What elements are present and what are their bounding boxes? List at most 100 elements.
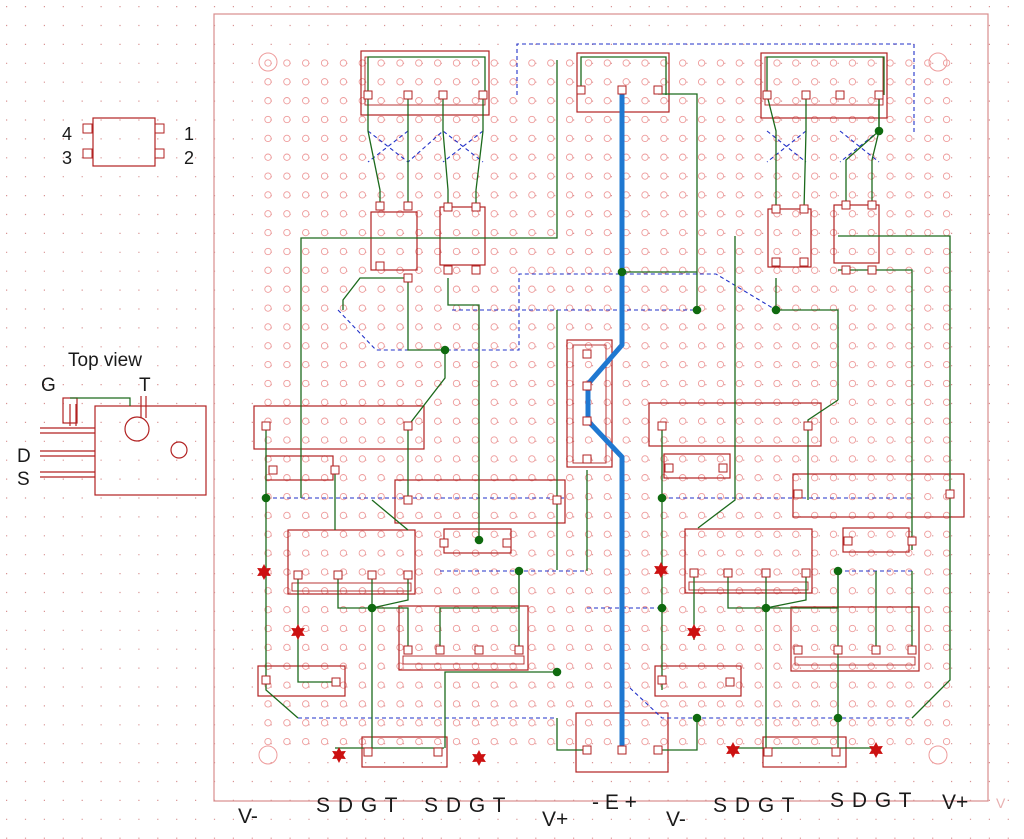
trace-left-long <box>300 60 558 498</box>
track-cut-markers <box>257 562 883 766</box>
trace-transistor2 <box>439 571 520 650</box>
trace-bottom-center-left <box>556 718 587 751</box>
trace-opto1-out <box>342 277 408 310</box>
small-resistor-right <box>663 453 731 479</box>
pad-47 <box>403 570 413 580</box>
trace-opto2-b <box>475 95 484 207</box>
pad-70 <box>653 745 663 755</box>
optocoupler-legend-body <box>92 117 156 167</box>
gate-label: G <box>41 375 56 396</box>
junction-node-11 <box>552 667 562 677</box>
pad-60 <box>793 645 803 655</box>
trace-mid-left <box>407 350 446 500</box>
components <box>253 50 965 773</box>
label-sdgt-2: S D G T <box>424 794 506 817</box>
optocoupler-4 <box>833 204 880 264</box>
pad-2 <box>403 90 413 100</box>
pad-18 <box>443 265 453 275</box>
pad-8 <box>762 90 772 100</box>
trace-mid-right <box>807 399 839 500</box>
pad-68 <box>582 745 592 755</box>
pad-42 <box>793 489 803 499</box>
jumper-cross-left-a <box>367 130 484 163</box>
pad-6 <box>617 85 627 95</box>
pad-39 <box>718 463 728 473</box>
corner-mark: V <box>996 795 1006 811</box>
pad-58 <box>474 645 484 655</box>
pad-13 <box>403 201 413 211</box>
pad-62 <box>871 645 881 655</box>
junction-node-15 <box>692 713 702 723</box>
bottom-connector-labels: V- S D G T S D G T V+ - E + V- S D G T S… <box>238 789 1006 831</box>
junction-node-16 <box>833 713 843 723</box>
transistor-body <box>94 405 207 496</box>
traces <box>265 56 951 751</box>
pad-16 <box>443 202 453 212</box>
pad-29 <box>582 416 592 426</box>
trace-top-right-bridge <box>766 56 885 95</box>
trace-opto1-down <box>407 278 445 351</box>
pad-10 <box>835 90 845 100</box>
label-sdgt-1: S D G T <box>316 794 398 817</box>
trace-opto4-out <box>838 269 913 550</box>
label-v-minus-right: V- <box>666 808 686 831</box>
trace-opto2-down <box>447 278 480 540</box>
trace-opto3-down <box>775 278 839 400</box>
component-pads <box>261 85 955 757</box>
pad-44 <box>293 570 303 580</box>
top-view-title: Top view <box>68 350 142 371</box>
junction-node-12 <box>657 603 667 613</box>
tab-label: T <box>139 375 151 396</box>
pad-74 <box>831 747 841 757</box>
label-sdgt-3: S D G T <box>713 794 795 817</box>
optocoupler-pin-2-label: 2 <box>184 148 194 168</box>
jumper-wires <box>266 43 915 719</box>
pad-33 <box>403 421 413 431</box>
optocoupler-pin-2-pad <box>154 148 165 159</box>
trace-left-bottom <box>297 571 336 683</box>
pad-56 <box>403 645 413 655</box>
pad-41 <box>552 495 562 505</box>
pad-63 <box>907 645 917 655</box>
pad-67 <box>725 677 735 687</box>
junction-node-5 <box>440 345 450 355</box>
connector-top-left <box>360 50 490 116</box>
pad-25 <box>867 200 877 210</box>
trace-opto1-a <box>367 95 381 206</box>
junction-node-9 <box>514 566 524 576</box>
optocoupler-pin-3-pad <box>82 148 93 159</box>
connector-bottom-left <box>361 736 448 768</box>
pad-3 <box>438 90 448 100</box>
trace-top-left-bridge <box>367 56 486 95</box>
pad-57 <box>435 645 445 655</box>
pad-55 <box>907 536 917 546</box>
mounting-hole-1 <box>258 52 278 72</box>
jumper-bottom-right <box>629 687 912 719</box>
track-cut-5 <box>654 562 668 578</box>
center-ic <box>566 339 613 468</box>
transistor-tab-hole <box>124 416 150 442</box>
track-cut-2 <box>291 624 305 640</box>
pad-66 <box>657 675 667 685</box>
pad-26 <box>841 265 851 275</box>
optocoupler-pin-1-pad <box>154 123 165 134</box>
transistor-block-1 <box>287 529 416 595</box>
transistor-block-4 <box>790 606 920 672</box>
trace-opto3-b <box>803 95 807 210</box>
track-cut-3 <box>332 747 346 763</box>
label-v-minus-left: V- <box>238 805 258 828</box>
optocoupler-pin-3-label: 3 <box>62 148 72 168</box>
junction-node-4 <box>874 126 884 136</box>
pad-45 <box>333 570 343 580</box>
junction-node-14 <box>761 603 771 613</box>
pad-23 <box>799 257 809 267</box>
pad-53 <box>502 538 512 548</box>
resistor-left-mid <box>394 479 566 524</box>
junction-node-10 <box>367 603 377 613</box>
track-cut-1 <box>257 564 271 580</box>
junction-node-6 <box>261 493 271 503</box>
track-cut-7 <box>726 742 740 758</box>
connector-bottom-right <box>762 736 847 768</box>
board-holes <box>264 59 951 746</box>
jumper-cross-left-c <box>442 130 484 163</box>
